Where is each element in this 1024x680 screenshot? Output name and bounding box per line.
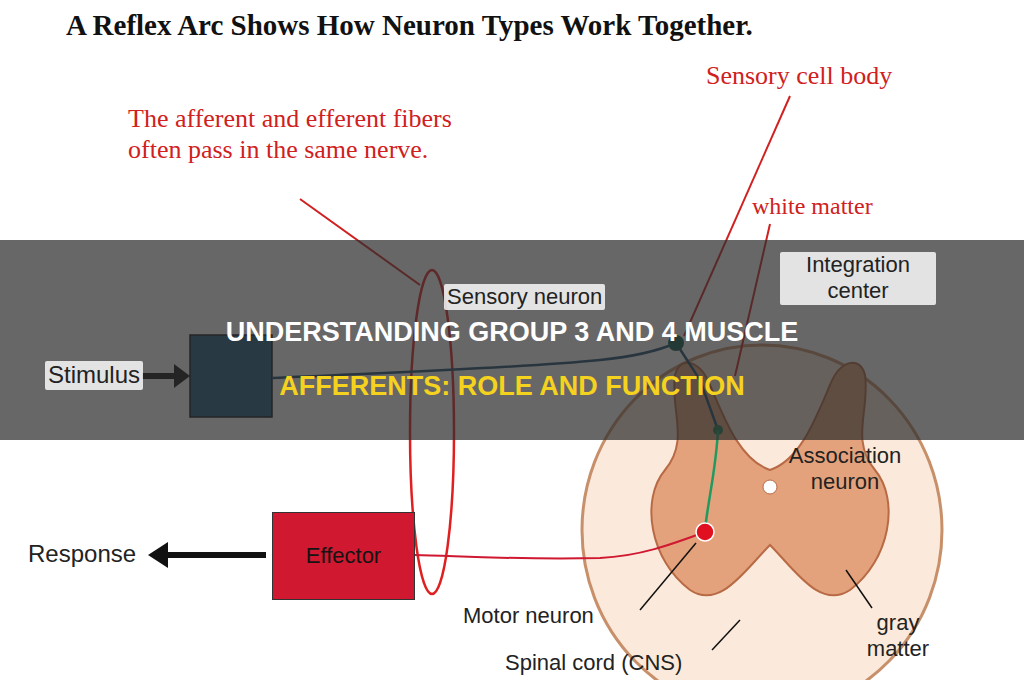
motor-cell-body bbox=[696, 523, 714, 541]
effector-box: Effector bbox=[272, 512, 415, 600]
leader-line bbox=[846, 570, 872, 608]
central-canal bbox=[763, 480, 777, 494]
leader-line bbox=[712, 620, 740, 650]
overlay-heading: UNDERSTANDING GROUP 3 AND 4 MUSCLE bbox=[0, 316, 1024, 348]
motor-neuron-fiber bbox=[415, 532, 705, 559]
diagram-title: A Reflex Arc Shows How Neuron Types Work… bbox=[66, 8, 753, 43]
part-label: Response bbox=[28, 540, 136, 569]
association-neuron-fiber bbox=[705, 430, 718, 530]
part-label: Sensory neuron bbox=[444, 284, 605, 310]
part-label: Integration center bbox=[780, 252, 936, 305]
box-text: Effector bbox=[306, 543, 381, 569]
overlay-band-fill bbox=[0, 240, 1024, 440]
part-label: Stimulus bbox=[45, 361, 143, 390]
response-arrowhead bbox=[148, 542, 168, 568]
part-label: Sensory cell body bbox=[706, 60, 892, 91]
part-label: Motor neuron bbox=[463, 603, 594, 629]
note-text: The afferent and efferent fibers often p… bbox=[128, 103, 478, 165]
part-label: white matter bbox=[752, 192, 873, 221]
leader-line bbox=[640, 543, 696, 610]
part-label: Association neuron bbox=[765, 443, 925, 496]
part-label: gray matter bbox=[856, 610, 940, 663]
response-arrow bbox=[166, 552, 266, 558]
overlay-heading: AFFERENTS: ROLE AND FUNCTION bbox=[0, 370, 1024, 402]
part-label: Spinal cord (CNS) bbox=[505, 650, 682, 676]
